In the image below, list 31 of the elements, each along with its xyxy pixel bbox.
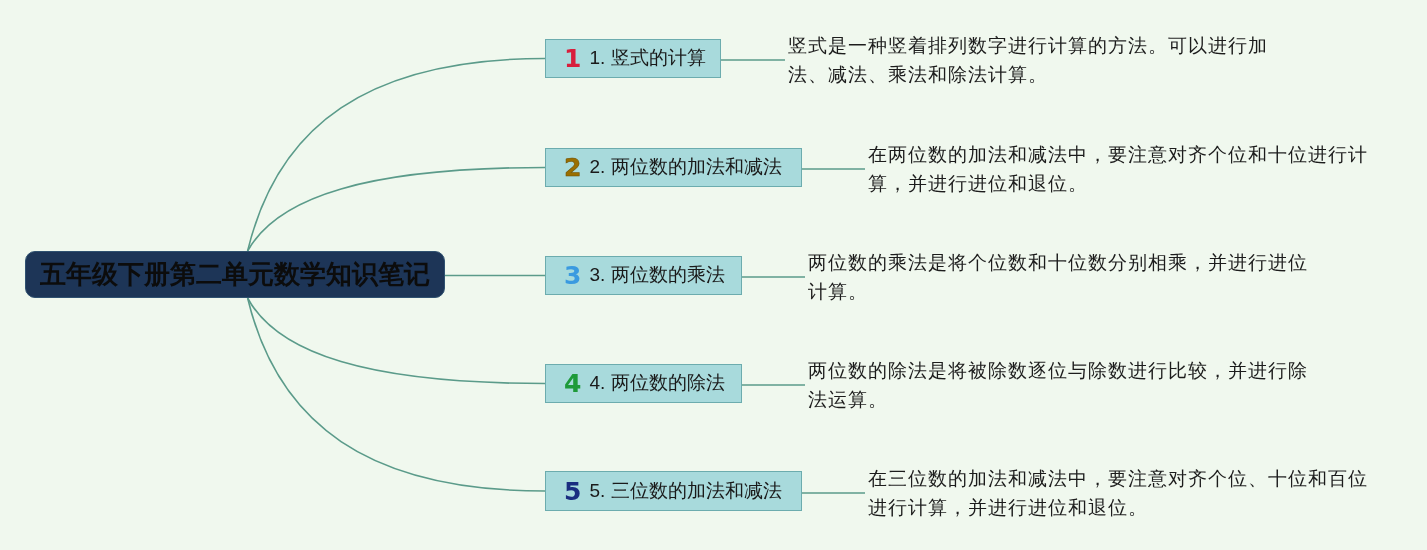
topic-box [545, 148, 802, 187]
topic-box [545, 364, 742, 403]
note-text: 竖式是一种竖着排列数字进行计算的方法。可以进行加法、减法、乘法和除法计算。 [788, 31, 1278, 89]
note-text: 在两位数的加法和减法中，要注意对齐个位和十位进行计算，并进行进位和退位。 [868, 140, 1378, 198]
note-text: 两位数的乘法是将个位数和十位数分别相乘，并进行进位计算。 [808, 248, 1318, 306]
connector-line [801, 492, 866, 494]
central-topic: 五年级下册第二单元数学知识笔记 [25, 251, 445, 298]
connector-line [246, 297, 546, 492]
connector-line [720, 59, 786, 61]
topic-box [545, 256, 742, 295]
number-marker: 5 [564, 478, 582, 504]
topic-title: 3. 两位数的乘法 [589, 264, 725, 287]
topic-title: 4. 两位数的除法 [589, 372, 725, 395]
topic-box [545, 471, 802, 511]
number-marker: 4 [564, 371, 582, 396]
topic-title: 5. 三位数的加法和减法 [589, 479, 782, 503]
note-text: 在三位数的加法和减法中，要注意对齐个位、十位和百位进行计算，并进行进位和退位。 [868, 464, 1378, 522]
connector-line [801, 168, 866, 170]
connector-line [444, 274, 546, 277]
note-text: 两位数的除法是将被除数逐位与除数进行比较，并进行除法运算。 [808, 356, 1318, 414]
connector-line [246, 166, 546, 252]
connector-line [246, 57, 546, 252]
number-marker: 3 [564, 263, 582, 288]
topic-title: 1. 竖式的计算 [589, 47, 706, 70]
topic-box [545, 39, 721, 78]
connector-line [246, 297, 546, 385]
connector-line [741, 276, 806, 278]
number-marker: 1 [564, 46, 582, 71]
topic-title: 2. 两位数的加法和减法 [589, 156, 782, 179]
connector-line [741, 384, 806, 386]
number-marker: 2 [564, 155, 582, 180]
